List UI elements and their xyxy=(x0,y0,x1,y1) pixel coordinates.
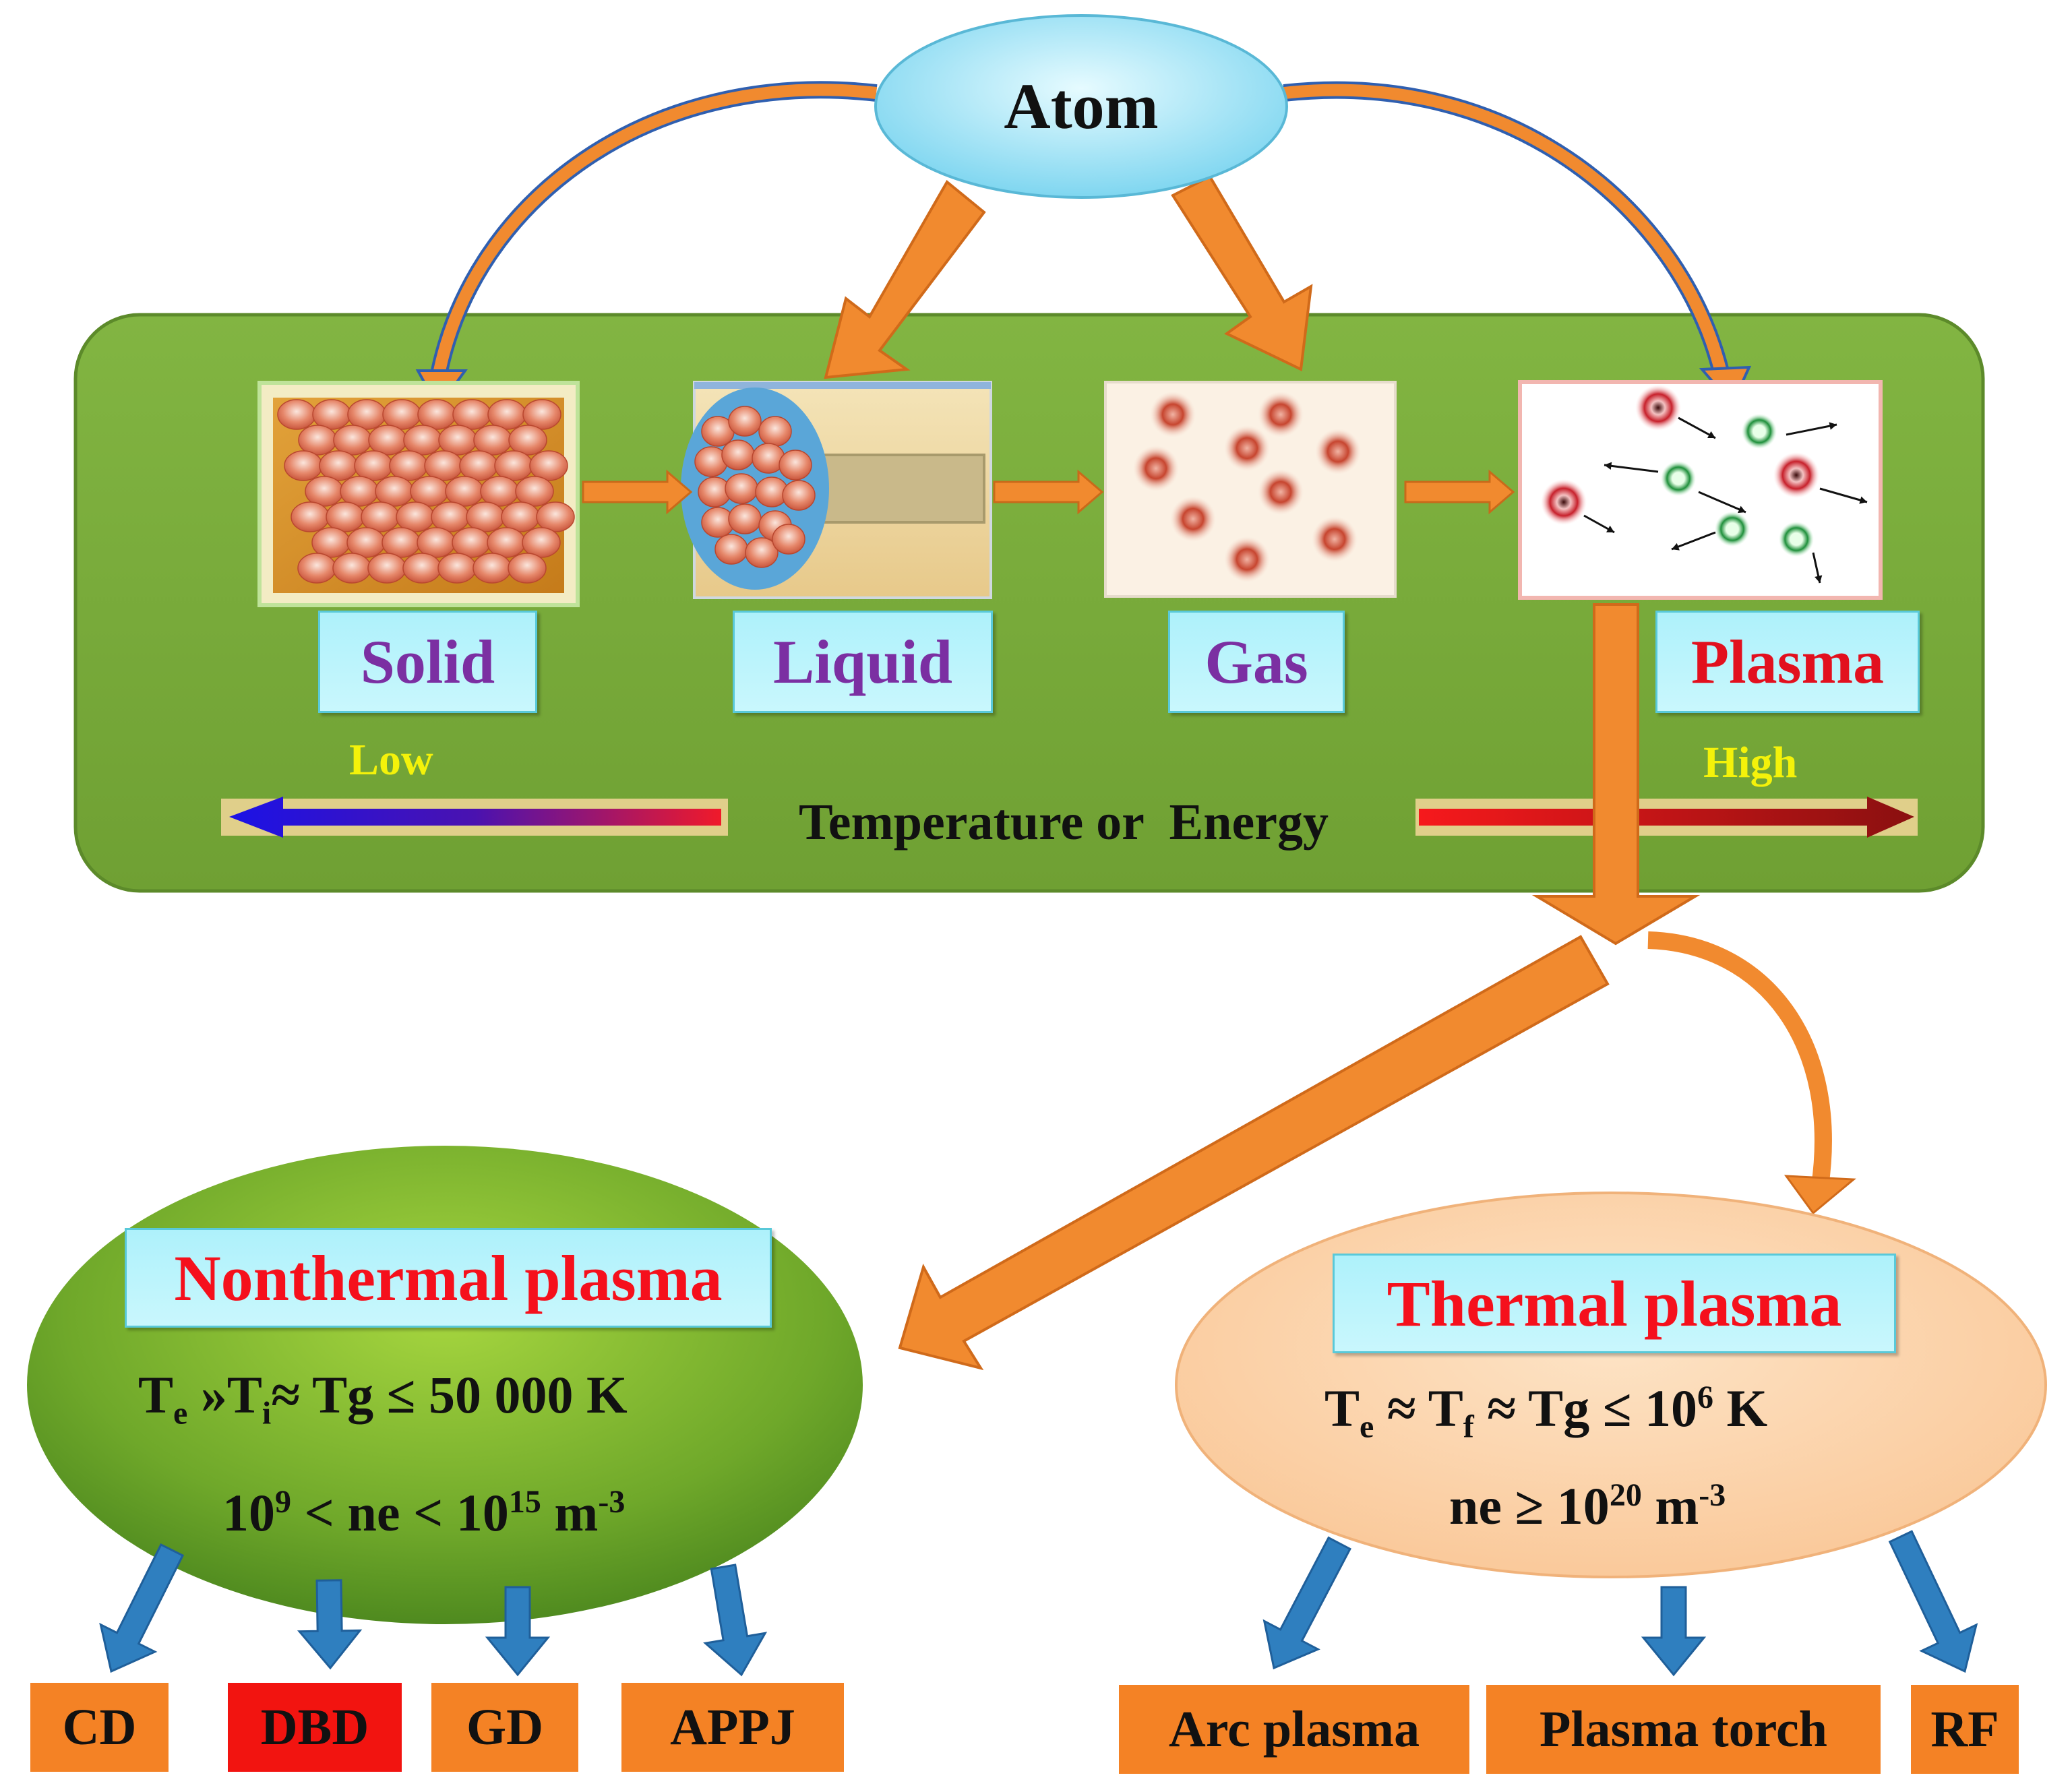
solid-atom xyxy=(473,553,512,584)
solid-atom xyxy=(522,399,561,430)
solid-atom xyxy=(367,553,406,584)
nonthermal-title: Nonthermal plasma xyxy=(125,1228,772,1328)
gas-atom xyxy=(1150,392,1196,437)
plasma-ion xyxy=(1635,385,1681,431)
leaf-rf: RF xyxy=(1911,1685,2019,1774)
solid-image xyxy=(257,381,580,607)
velocity-vector xyxy=(1819,487,1868,503)
liquid-atom xyxy=(782,480,816,511)
plasma-label: Plasma xyxy=(1655,611,1920,713)
arrow-to-thermal xyxy=(1647,931,1856,1215)
liquid-atom xyxy=(714,534,748,565)
solid-atom xyxy=(437,553,477,584)
leaf-dbd: DBD xyxy=(228,1683,402,1772)
plasma-electron xyxy=(1779,522,1814,557)
nonthermal-density-eq: 109 < ne < 1015 m-3 xyxy=(222,1483,626,1542)
arrow-liquid-gas xyxy=(993,469,1104,515)
velocity-vector xyxy=(1698,491,1746,514)
plasma-electron xyxy=(1661,461,1696,496)
solid-atom xyxy=(402,553,441,584)
solid-atom xyxy=(284,450,323,481)
high-energy-arrow xyxy=(1415,797,1918,838)
solid-atom xyxy=(297,553,336,584)
blue-arrows xyxy=(99,1530,1978,1677)
gas-atom xyxy=(1258,469,1304,515)
plasma-ion xyxy=(1541,479,1587,525)
arrow-atom-gas xyxy=(1171,175,1313,372)
plasma-electron xyxy=(1742,414,1777,449)
low-label: Low xyxy=(349,735,433,784)
velocity-vector xyxy=(1671,531,1716,551)
liquid-atom xyxy=(725,473,758,504)
gas-image xyxy=(1104,381,1397,598)
thermal-density-eq: ne ≥ 1020 m-3 xyxy=(1449,1477,1726,1535)
gas-atom xyxy=(1312,516,1358,562)
solid-atom xyxy=(522,527,561,558)
liquid-label: Liquid xyxy=(733,611,993,713)
arrow-atom-liquid xyxy=(824,179,986,379)
solid-atom xyxy=(277,399,316,430)
atom-label: Atom xyxy=(1004,70,1158,142)
arrow-solid-liquid xyxy=(582,469,693,515)
arrow-to-arc-plasma xyxy=(1262,1536,1351,1670)
arrow-to-plasma-torch xyxy=(1641,1586,1707,1677)
liquid-atom xyxy=(772,524,805,555)
gas-atom xyxy=(1170,496,1216,542)
gas-label: Gas xyxy=(1168,611,1345,713)
velocity-vector xyxy=(1604,464,1659,473)
solid-label: Solid xyxy=(318,611,537,713)
thermal-title: Thermal plasma xyxy=(1333,1254,1896,1353)
arrow-gas-plasma xyxy=(1404,469,1515,515)
arrow-plasma-down xyxy=(1531,603,1701,946)
arrow-to-nonthermal xyxy=(898,935,1610,1371)
solid-atom xyxy=(332,553,371,584)
arrow-to-dbd xyxy=(297,1579,363,1670)
solid-atom xyxy=(291,501,330,532)
gas-atom xyxy=(1133,445,1179,491)
velocity-vector xyxy=(1786,423,1837,436)
plasma-ion xyxy=(1773,452,1819,498)
plasma-image xyxy=(1518,380,1883,600)
leaf-appj: APPJ xyxy=(621,1683,844,1772)
arrow-to-cd xyxy=(99,1543,185,1673)
solid-atom xyxy=(508,425,547,456)
leaf-cd: CD xyxy=(30,1683,169,1772)
solid-atom xyxy=(529,450,568,481)
gas-atom xyxy=(1258,392,1304,437)
atom-ellipse xyxy=(874,14,1288,199)
leaf-arc-plasma: Arc plasma xyxy=(1119,1685,1469,1774)
gas-atom xyxy=(1224,425,1270,471)
arrow-to-appj xyxy=(703,1564,768,1677)
solid-atom xyxy=(536,501,575,532)
energy-label: Temperature or Energy xyxy=(799,794,1329,851)
gas-atom xyxy=(1224,536,1270,582)
liquid-atom xyxy=(728,503,762,534)
liquid-atom xyxy=(721,439,755,470)
liquid-atom xyxy=(745,537,779,568)
leaf-plasma-torch: Plasma torch xyxy=(1486,1685,1881,1774)
gas-atom xyxy=(1315,429,1361,474)
liquid-image xyxy=(681,381,992,599)
nonthermal-temperature-eq: Te »Ti≈ Tg ≤ 50 000 K xyxy=(138,1365,628,1431)
leaf-gd: GD xyxy=(431,1683,578,1772)
liquid-atom xyxy=(779,450,812,481)
solid-atom xyxy=(515,476,554,507)
arrow-to-rf xyxy=(1888,1530,1978,1673)
liquid-atom xyxy=(758,416,792,447)
liquid-atom xyxy=(728,406,762,437)
solid-atom xyxy=(508,553,547,584)
arrow-to-gd xyxy=(485,1586,551,1677)
low-energy-arrow xyxy=(221,797,728,838)
high-label: High xyxy=(1703,738,1798,787)
plasma-electron xyxy=(1715,512,1750,547)
thermal-temperature-eq: Te ≈ Tf ≈ Tg ≤ 106 K xyxy=(1324,1379,1768,1445)
